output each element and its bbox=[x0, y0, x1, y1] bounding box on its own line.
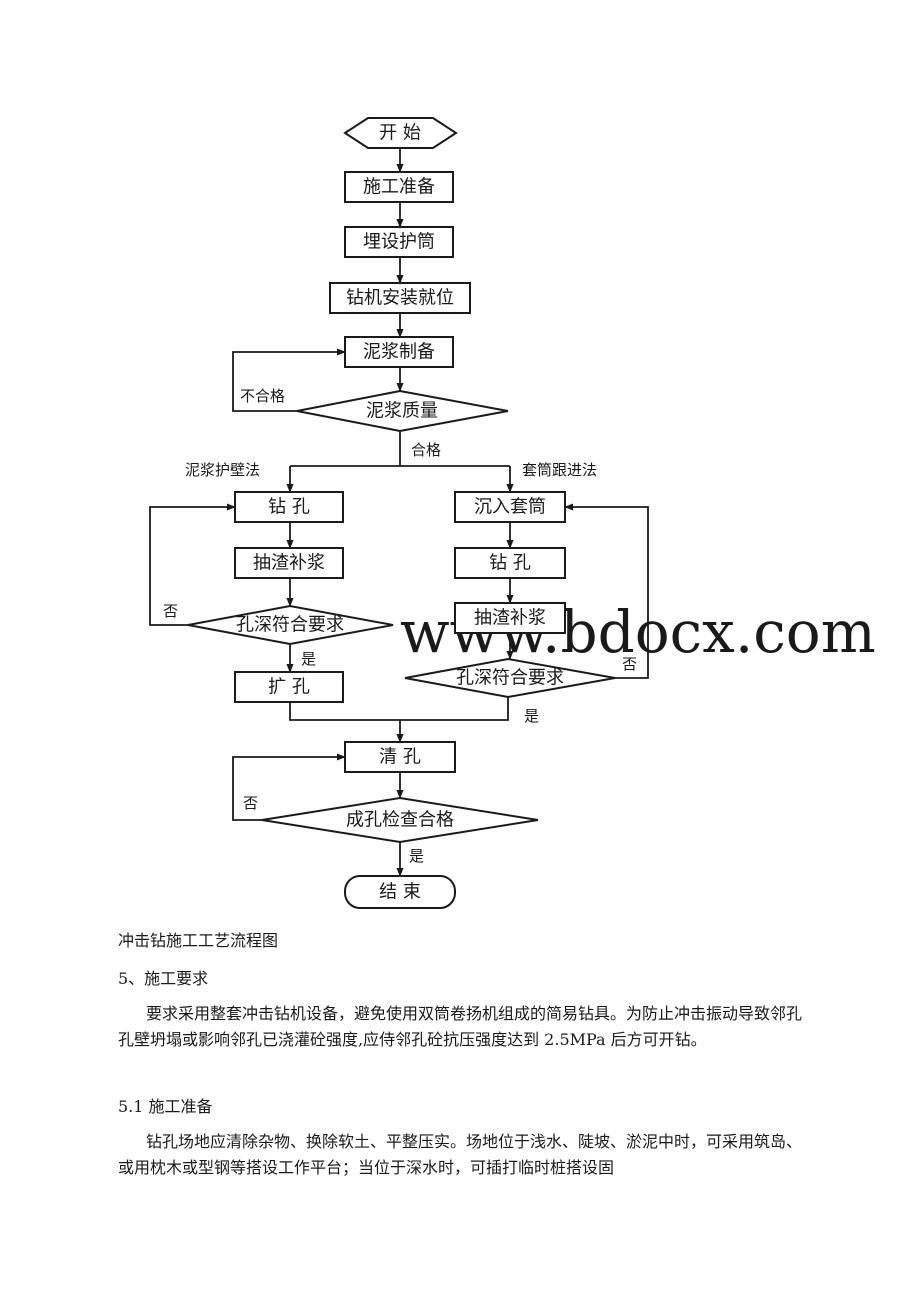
depth-left-no-loop bbox=[149, 503, 236, 626]
clean-label: 清 孔 bbox=[379, 747, 421, 768]
depth-right-yes-label: 是 bbox=[524, 707, 539, 725]
slag-left-label: 抽渣补浆 bbox=[253, 553, 325, 574]
method-left-label: 泥浆护壁法 bbox=[185, 461, 260, 479]
depth-right-no-loop bbox=[564, 503, 649, 679]
depth-right-label: 孔深符合要求 bbox=[456, 668, 564, 689]
line-ream-merge bbox=[289, 702, 400, 721]
mud-quality-decision bbox=[296, 389, 509, 433]
inspect-label: 成孔检查合格 bbox=[346, 810, 454, 831]
inspect-yes-label: 是 bbox=[409, 847, 424, 865]
slag-left-box bbox=[234, 547, 344, 579]
slag-right-label: 抽渣补浆 bbox=[474, 608, 546, 629]
drill-right-label: 钻 孔 bbox=[489, 553, 531, 574]
drill-left-label: 钻 孔 bbox=[268, 497, 310, 518]
inspect-no-label: 否 bbox=[243, 794, 258, 812]
depth-left-yes-label: 是 bbox=[301, 650, 316, 668]
inspect-decision bbox=[261, 796, 539, 844]
inspect-no-loop bbox=[232, 753, 346, 821]
section-heading-5-1: 5.1 施工准备 bbox=[118, 1097, 213, 1116]
mud-quality-label: 泥浆质量 bbox=[366, 401, 438, 422]
mud-fail-label: 不合格 bbox=[240, 387, 285, 405]
line-depth-right-merge bbox=[400, 697, 509, 721]
section-heading-5: 5、施工要求 bbox=[118, 969, 209, 988]
mud-label: 泥浆制备 bbox=[363, 342, 435, 363]
depth-right-no-label: 否 bbox=[622, 655, 637, 673]
start-terminal bbox=[343, 117, 458, 149]
end-label: 结 束 bbox=[379, 882, 421, 903]
prep-box bbox=[344, 171, 454, 203]
depth-left-no-label: 否 bbox=[163, 602, 178, 620]
construction-flowchart: www.bdocx.com bbox=[149, 117, 876, 909]
start-label: 开 始 bbox=[379, 123, 421, 144]
rig-label: 钻机安装就位 bbox=[346, 288, 454, 309]
figure-caption: 冲击钻施工工艺流程图 bbox=[118, 931, 279, 950]
depth-left-label: 孔深符合要求 bbox=[236, 615, 344, 636]
ream-label: 扩 孔 bbox=[268, 677, 310, 698]
depth-left-decision bbox=[187, 604, 394, 646]
slag-right-box bbox=[454, 602, 566, 634]
mud-pass-label: 合格 bbox=[411, 441, 441, 459]
method-right-label: 套筒跟进法 bbox=[522, 461, 597, 479]
casing-label: 埋设护筒 bbox=[363, 232, 435, 253]
drill-right-box bbox=[454, 547, 566, 579]
paragraph-requirements: 要求采用整套冲击钻机设备，避免使用双筒卷扬机组成的简易钻具。为防止冲击振动导致邻… bbox=[118, 1004, 803, 1049]
paragraph-preparation: 钻孔场地应清除杂物、换除软土、平整压实。场地位于浅水、陡坡、淤泥中时，可采用筑岛… bbox=[118, 1132, 803, 1177]
prep-label: 施工准备 bbox=[363, 177, 435, 198]
mud-fail-loop bbox=[232, 348, 346, 412]
sink-label: 沉入套筒 bbox=[474, 497, 546, 518]
ream-box bbox=[234, 671, 344, 703]
